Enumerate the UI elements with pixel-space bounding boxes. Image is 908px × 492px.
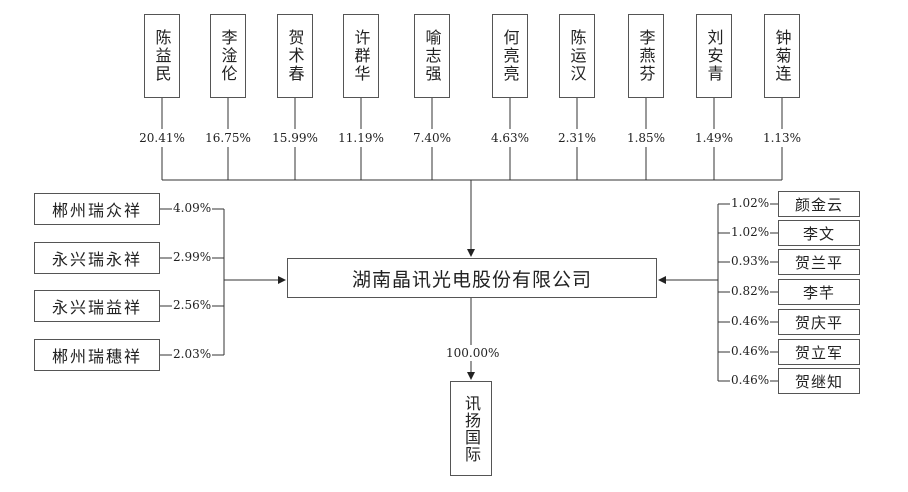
- shareholder-name: 李芊: [802, 283, 835, 302]
- shareholder-name: 郴州瑞穗祥: [51, 347, 142, 366]
- shareholding-percent: 1.02%: [731, 196, 770, 210]
- shareholding-percent: 1.85%: [626, 131, 666, 145]
- shareholder-name: 李文: [802, 224, 835, 243]
- shareholder-name: 贺术春: [285, 29, 305, 83]
- shareholder-box: 喻志强: [414, 14, 450, 98]
- shareholder-name: 李燕芬: [636, 29, 656, 83]
- shareholding-percent: 11.19%: [338, 131, 384, 145]
- shareholding-percent: 0.93%: [731, 254, 770, 268]
- shareholding-percent: 20.41%: [139, 131, 185, 145]
- shareholder-box: 许群华: [343, 14, 379, 98]
- shareholder-name: 贺庆平: [794, 313, 843, 332]
- subsidiary-percent: 100.00%: [446, 346, 500, 360]
- shareholding-percent: 7.40%: [412, 131, 452, 145]
- shareholding-percent: 16.75%: [205, 131, 251, 145]
- shareholding-percent: 1.02%: [731, 225, 770, 239]
- shareholder-name: 贺继知: [794, 372, 843, 391]
- company-name: 湖南晶讯光电股份有限公司: [351, 268, 592, 291]
- shareholding-percent: 2.56%: [173, 298, 212, 312]
- shareholding-percent: 4.09%: [173, 201, 212, 215]
- shareholding-percent: 2.03%: [173, 347, 212, 361]
- shareholder-name: 永兴瑞永祥: [51, 250, 142, 269]
- shareholder-name: 颜金云: [794, 195, 843, 214]
- shareholder-box: 钟菊连: [764, 14, 800, 98]
- shareholding-percent: 1.13%: [762, 131, 802, 145]
- shareholding-percent: 0.46%: [731, 314, 770, 328]
- shareholder-box: 贺兰平: [778, 249, 860, 275]
- subsidiary-box: 讯扬国际: [450, 381, 492, 476]
- shareholder-box: 陈运汉: [559, 14, 595, 98]
- shareholder-name: 何亮亮: [500, 29, 520, 83]
- shareholder-box: 贺继知: [778, 368, 860, 394]
- shareholder-box: 陈益民: [144, 14, 180, 98]
- shareholding-percent: 0.46%: [731, 373, 770, 387]
- shareholder-name: 许群华: [351, 29, 371, 83]
- shareholder-box: 李淦伦: [210, 14, 246, 98]
- shareholder-name: 贺立军: [794, 343, 843, 362]
- shareholder-box: 贺庆平: [778, 309, 860, 335]
- shareholder-box: 李芊: [778, 279, 860, 305]
- shareholder-box: 郴州瑞穗祥: [34, 339, 160, 371]
- shareholder-name: 钟菊连: [772, 29, 792, 83]
- shareholder-name: 永兴瑞益祥: [51, 298, 142, 317]
- shareholding-percent: 0.46%: [731, 344, 770, 358]
- shareholder-name: 刘安青: [704, 29, 724, 83]
- shareholding-percent: 0.82%: [731, 284, 770, 298]
- shareholding-percent: 15.99%: [272, 131, 318, 145]
- shareholder-box: 李燕芬: [628, 14, 664, 98]
- shareholder-name: 贺兰平: [794, 253, 843, 272]
- shareholder-box: 贺立军: [778, 339, 860, 365]
- shareholder-name: 陈运汉: [567, 29, 587, 83]
- shareholder-box: 刘安青: [696, 14, 732, 98]
- shareholding-percent: 4.63%: [490, 131, 530, 145]
- shareholding-percent: 2.31%: [557, 131, 597, 145]
- shareholding-percent: 2.99%: [173, 250, 212, 264]
- shareholder-box: 何亮亮: [492, 14, 528, 98]
- shareholder-box: 颜金云: [778, 191, 860, 217]
- shareholder-box: 贺术春: [277, 14, 313, 98]
- company-box: 湖南晶讯光电股份有限公司: [287, 258, 657, 298]
- shareholder-name: 喻志强: [422, 29, 442, 83]
- shareholder-name: 郴州瑞众祥: [51, 201, 142, 220]
- shareholder-box: 李文: [778, 220, 860, 246]
- shareholder-box: 郴州瑞众祥: [34, 193, 160, 225]
- shareholder-name: 李淦伦: [218, 29, 238, 83]
- subsidiary-name: 讯扬国际: [462, 394, 481, 463]
- shareholder-name: 陈益民: [152, 29, 172, 83]
- shareholder-box: 永兴瑞永祥: [34, 242, 160, 274]
- shareholding-percent: 1.49%: [694, 131, 734, 145]
- shareholder-box: 永兴瑞益祥: [34, 290, 160, 322]
